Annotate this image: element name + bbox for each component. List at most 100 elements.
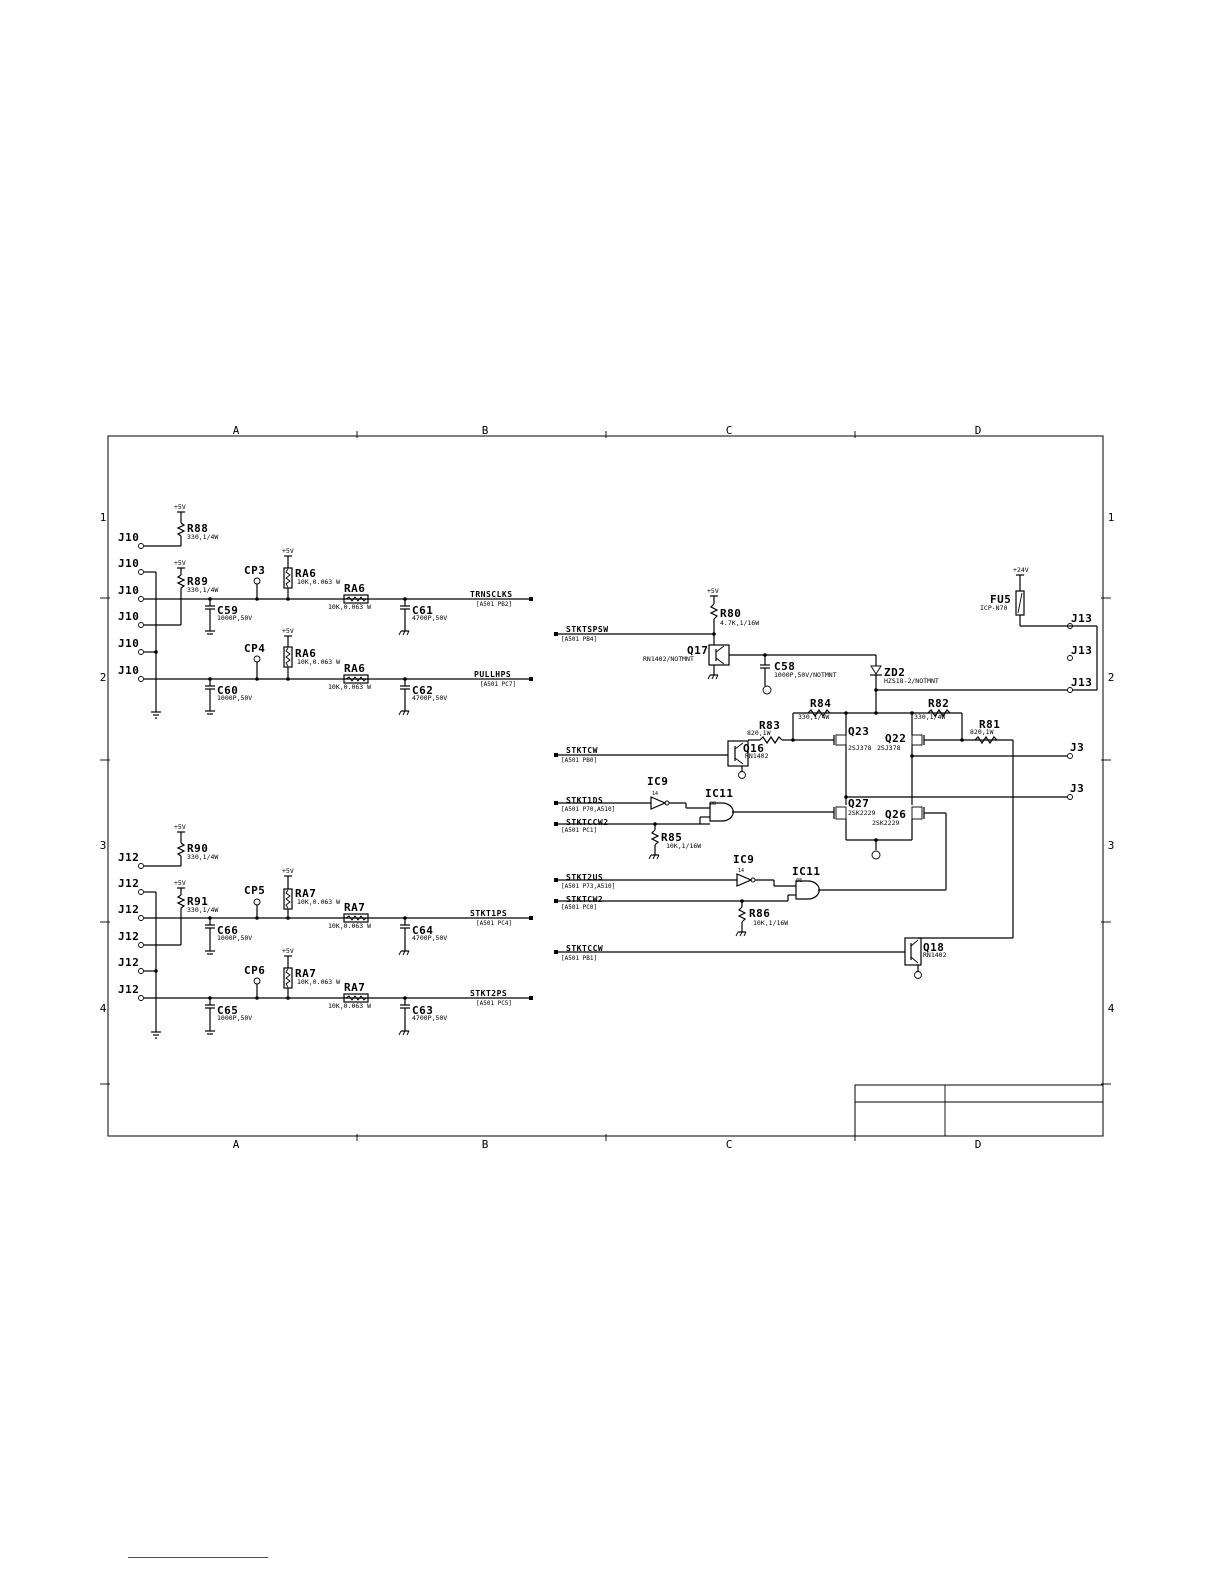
r89-ref: R89 bbox=[187, 575, 208, 588]
zd2-value: HZS18-2/NOTMNT bbox=[884, 677, 939, 685]
j12-pin-5 bbox=[138, 968, 144, 974]
r84-value: 330,1/4W bbox=[798, 713, 829, 721]
signal-stktccw2: STKTCCW2 bbox=[566, 818, 609, 827]
j12-label-4: J12 bbox=[118, 930, 139, 943]
ic9-pin-2: 14 bbox=[738, 868, 744, 874]
r90-value: 330,1/4W bbox=[187, 853, 218, 861]
j12-label-5: J12 bbox=[118, 956, 139, 969]
c59-ref: C59 bbox=[217, 604, 238, 617]
r86-value: 10K,1/16W bbox=[753, 919, 788, 927]
col-label-bottom-d: D bbox=[975, 1138, 982, 1151]
c65-ref: C65 bbox=[217, 1004, 238, 1017]
signal-stktccw: STKTCCW bbox=[566, 944, 603, 953]
c59-value: 1000P,50V bbox=[217, 614, 252, 622]
q26-value: 2SK2229 bbox=[872, 819, 899, 827]
port-pullhps: [A501 PC7] bbox=[480, 681, 516, 688]
r80-ref: R80 bbox=[720, 607, 741, 620]
r89-value: 330,1/4W bbox=[187, 586, 218, 594]
drawing-frame bbox=[100, 431, 1111, 1141]
j10-label-6: J10 bbox=[118, 664, 139, 677]
c61-ref: C61 bbox=[412, 604, 433, 617]
j10-pin-1 bbox=[138, 543, 144, 549]
col-label-bottom-c: C bbox=[726, 1138, 733, 1151]
j10-label-4: J10 bbox=[118, 610, 139, 623]
q17-ref: Q17 bbox=[687, 644, 708, 657]
ra7-vert-ref: RA7 bbox=[295, 887, 316, 900]
r90-supply: +5V bbox=[174, 823, 186, 831]
ra6-top2-supply: +5V bbox=[282, 627, 294, 635]
fu5-supply: +24V bbox=[1013, 566, 1029, 574]
j13-label-1: J13 bbox=[1071, 612, 1092, 625]
row-label-right-3: 3 bbox=[1108, 839, 1115, 852]
q22-value: 2SJ378 bbox=[877, 744, 901, 752]
signal-trnsclks: TRNSCLKS bbox=[470, 590, 513, 599]
r83-ref: R83 bbox=[759, 719, 780, 732]
c60-value: 1000P,50V bbox=[217, 694, 252, 702]
j12-pin-3 bbox=[138, 915, 144, 921]
col-label-bottom-b: B bbox=[482, 1138, 489, 1151]
ic11-pin-2: 08 bbox=[796, 878, 802, 884]
signal-stktspsw: STKTSPSW bbox=[566, 625, 609, 634]
row-label-right-1: 1 bbox=[1108, 511, 1115, 524]
row-label-left-2: 2 bbox=[100, 671, 107, 684]
c66-value: 1000P,50V bbox=[217, 934, 252, 942]
c64-ref: C64 bbox=[412, 924, 433, 937]
ra6-top-supply: +5V bbox=[282, 547, 294, 555]
port-stkt2us: [A501 P73,A510] bbox=[561, 883, 615, 890]
ra6-vert2-ref: RA6 bbox=[295, 647, 316, 660]
q16-ref: Q16 bbox=[743, 742, 764, 755]
row-label-left-1: 1 bbox=[100, 511, 107, 524]
ic11-ref-2: IC11 bbox=[792, 865, 821, 878]
ra7-series2-ref: RA7 bbox=[344, 981, 365, 994]
r82-ref: R82 bbox=[928, 697, 949, 710]
ra7-vert-value: 10K,0.063 W bbox=[297, 898, 340, 906]
port-stkt1ds: [A501 P70,A510] bbox=[561, 806, 615, 813]
r82-value: 330,1/4W bbox=[914, 713, 945, 721]
r84-ref: R84 bbox=[810, 697, 831, 710]
j10-block: J10 J10 J10 J10 J10 J10 +5V R88 330,1/4W… bbox=[118, 503, 533, 719]
j3-label-2: J3 bbox=[1070, 782, 1084, 795]
ic9-pin-1: 14 bbox=[652, 791, 658, 797]
col-label-bottom-a: A bbox=[233, 1138, 240, 1151]
j12-pin-4 bbox=[138, 942, 144, 948]
col-label-top-b: B bbox=[482, 424, 489, 437]
q18-value: RN1402 bbox=[923, 951, 947, 959]
signal-stktcw: STKTCW bbox=[566, 746, 598, 755]
cp3-label: CP3 bbox=[244, 564, 265, 577]
signal-stkt2ps: STKT2PS bbox=[470, 989, 507, 998]
r90-ref: R90 bbox=[187, 842, 208, 855]
j12-label-2: J12 bbox=[118, 877, 139, 890]
r85-ref: R85 bbox=[661, 831, 682, 844]
j12-label-3: J12 bbox=[118, 903, 139, 916]
ra7-top-supply: +5V bbox=[282, 867, 294, 875]
j12-label-6: J12 bbox=[118, 983, 139, 996]
ra6-series2-ref: RA6 bbox=[344, 662, 365, 675]
cp6-label: CP6 bbox=[244, 964, 265, 977]
grid-labels: A B C D A B C D 1 2 3 4 1 2 3 4 bbox=[100, 424, 1115, 1151]
r89-supply: +5V bbox=[174, 559, 186, 567]
port-stktccw2: [A501 PC1] bbox=[561, 827, 597, 834]
ra6-series-ref: RA6 bbox=[344, 582, 365, 595]
r81-value: 820,1W bbox=[970, 728, 994, 736]
ra6-series-value: 10K,0.063 W bbox=[328, 603, 371, 611]
cp5-label: CP5 bbox=[244, 884, 265, 897]
q27-value: 2SK2229 bbox=[848, 809, 875, 817]
signal-pullhps: PULLHPS bbox=[474, 670, 511, 679]
signal-stkt1ds: STKT1DS bbox=[566, 796, 603, 805]
q17-value: RN1402/NOTMNT bbox=[643, 655, 694, 663]
signal-stktcw2: STKTCW2 bbox=[566, 895, 603, 904]
c63-value: 4700P,50V bbox=[412, 1014, 447, 1022]
ra7-vert2-ref: RA7 bbox=[295, 967, 316, 980]
q16-value: RN1402 bbox=[745, 752, 769, 760]
c65-value: 1000P,50V bbox=[217, 1014, 252, 1022]
signal-stkt1ps: STKT1PS bbox=[470, 909, 507, 918]
j12-label-1: J12 bbox=[118, 851, 139, 864]
row-label-left-3: 3 bbox=[100, 839, 107, 852]
row-label-right-2: 2 bbox=[1108, 671, 1115, 684]
r91-supply: +5V bbox=[174, 879, 186, 887]
r81-ref: R81 bbox=[979, 718, 1000, 731]
j10-label-5: J10 bbox=[118, 637, 139, 650]
c66-ref: C66 bbox=[217, 924, 238, 937]
port-stktcw2: [A501 PC0] bbox=[561, 904, 597, 911]
col-label-top-c: C bbox=[726, 424, 733, 437]
